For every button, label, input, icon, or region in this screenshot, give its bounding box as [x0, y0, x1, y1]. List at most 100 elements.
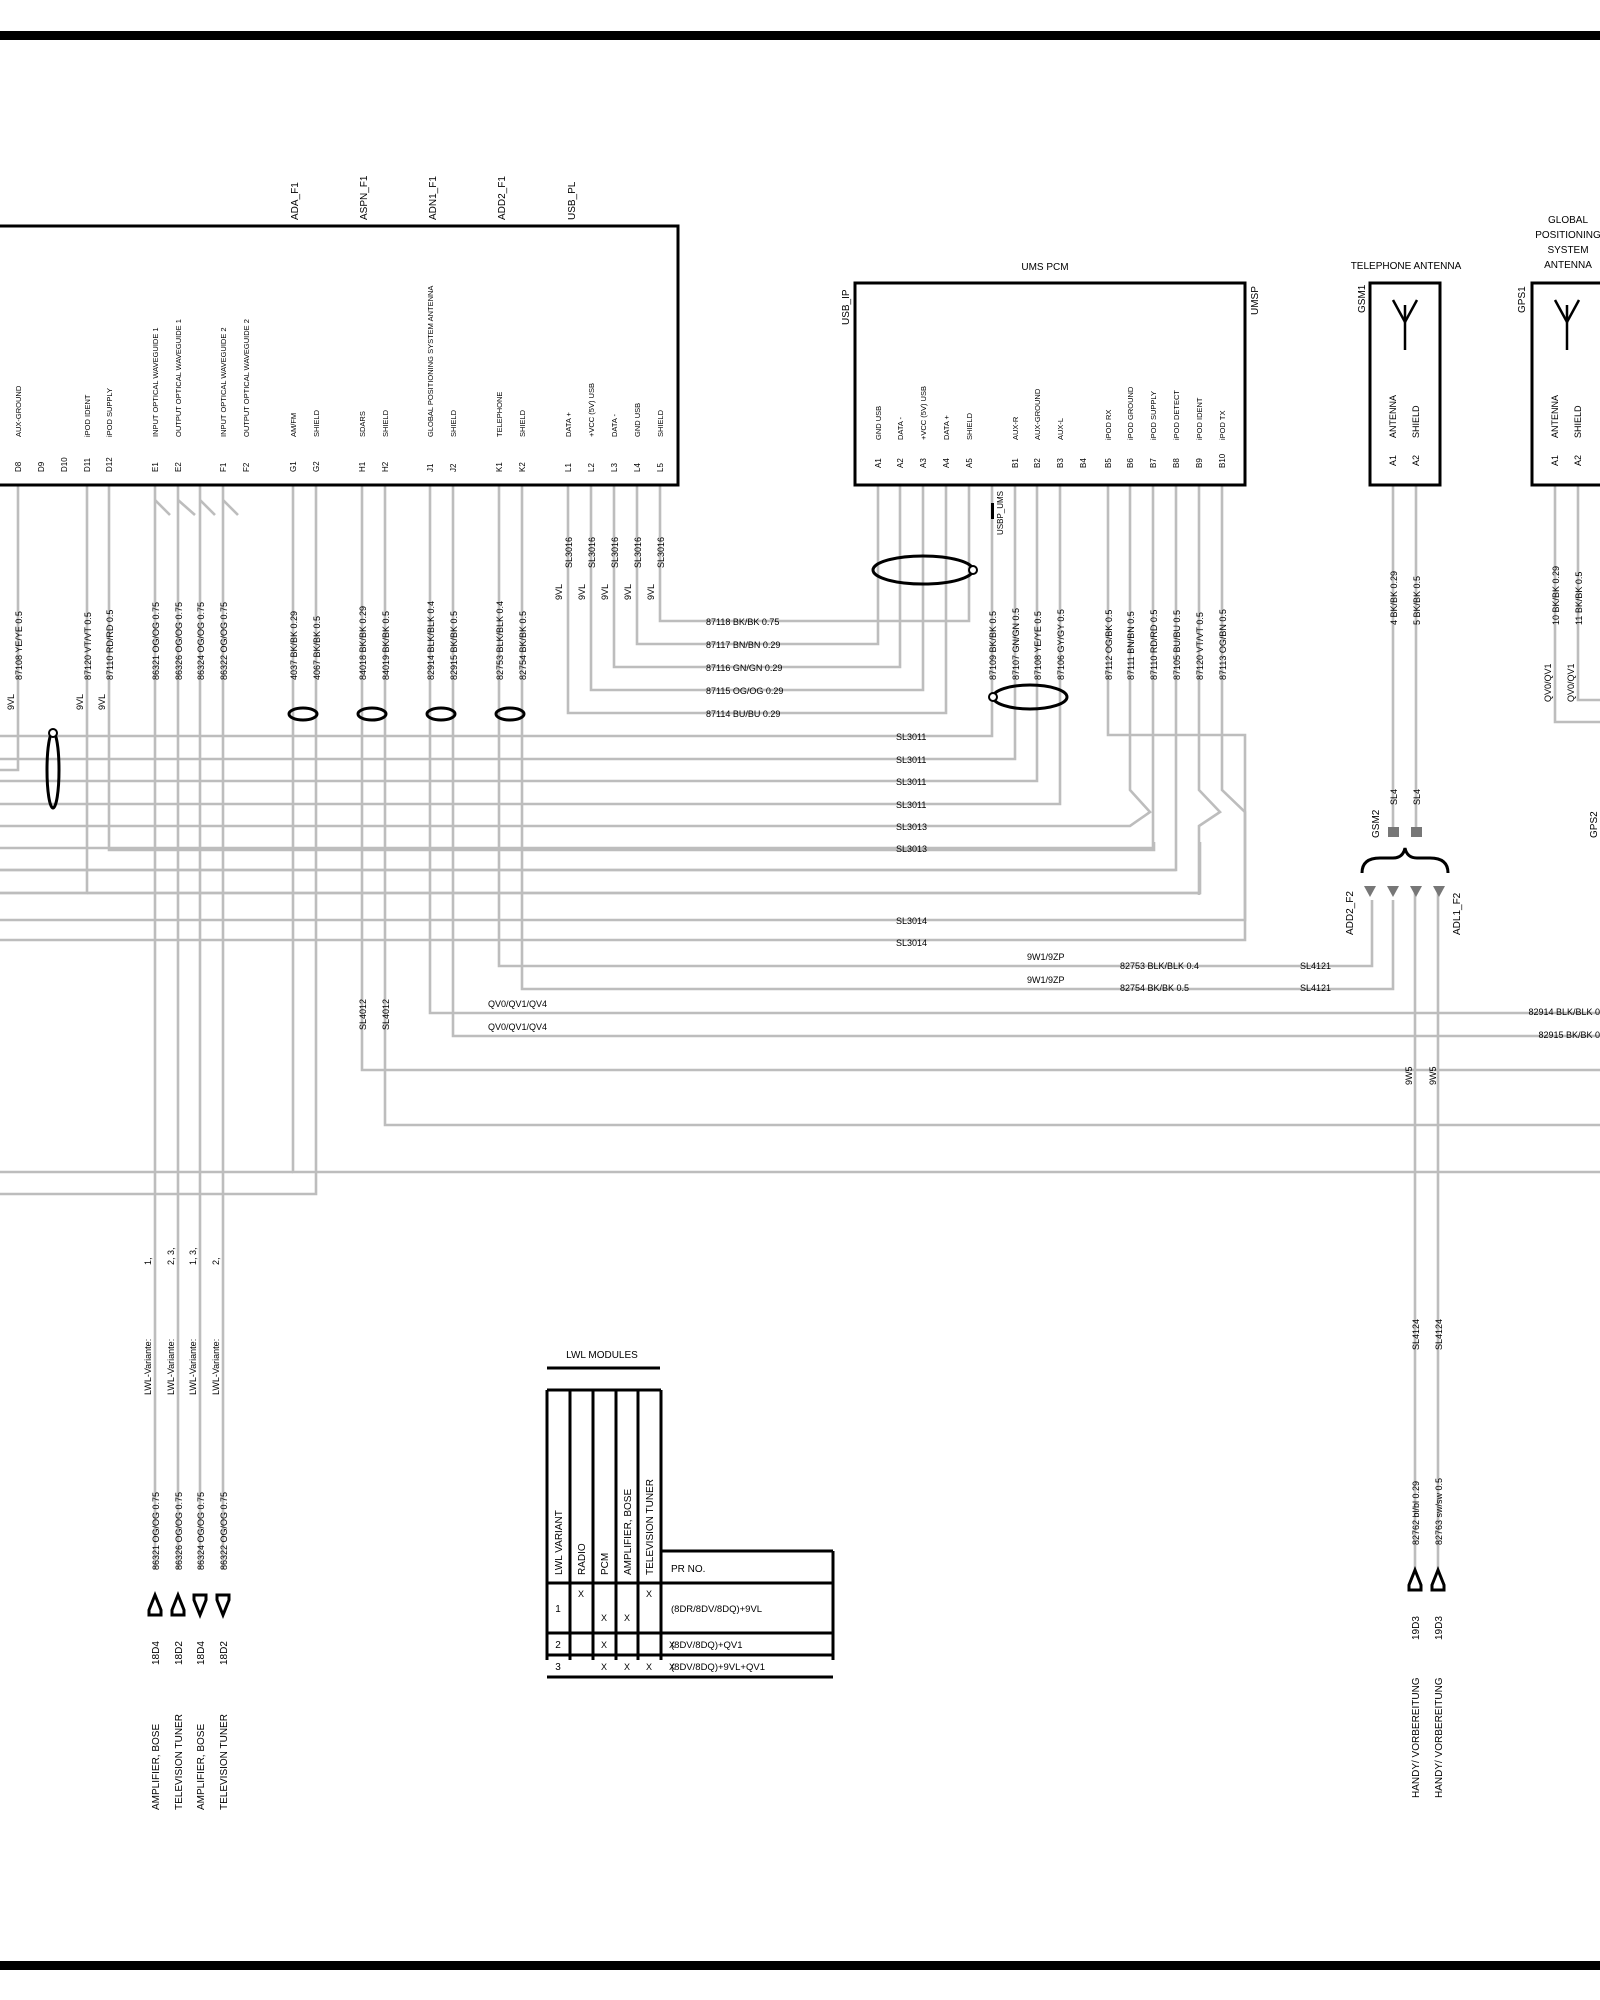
usb-wire-label: 87114 BU/BU 0.29	[706, 709, 780, 719]
wire-label: 82762 bl/bl 0.29	[1411, 1481, 1421, 1545]
pin-id: D11	[83, 457, 92, 472]
antenna-icon	[1391, 299, 1419, 350]
pin-label: +VCC (5V) USB	[919, 386, 928, 440]
pin-label: iPOD SUPPLY	[1149, 391, 1158, 440]
splice-label: SL4124	[1411, 1319, 1421, 1350]
pin-id: F2	[242, 462, 251, 472]
wire-label: 4037 BK/BK 0.29	[289, 611, 299, 680]
wire-ums-b2	[0, 485, 1017, 761]
wire-ums-b6	[0, 485, 1152, 828]
gps-title-line: SYSTEM	[1547, 245, 1588, 256]
pin-id: B2	[1033, 458, 1042, 468]
wire-label: 86324 OG/OG 0.75	[196, 602, 206, 680]
page-ref: 18D4	[196, 1641, 207, 1665]
usb-wire-label: 87118 BK/BK 0.75	[706, 617, 779, 627]
destination-label: HANDY/ VORBEREITUNG	[1434, 1677, 1445, 1798]
wire-label: 10 BK/BK 0.29	[1551, 566, 1561, 625]
wire-h2	[383, 485, 1600, 1127]
wire-label: 86322 OG/OG 0.75	[219, 1492, 229, 1570]
table-mark: X	[624, 1662, 630, 1672]
wire-ums-b9	[1197, 485, 1223, 895]
pin-id: L2	[587, 463, 596, 472]
wire-f1-cross	[199, 499, 216, 516]
variant-label: QV0/QV1	[1566, 663, 1576, 702]
page-ref: 18D2	[219, 1641, 230, 1665]
pin-label: iPOD TX	[1218, 411, 1227, 440]
telephone-antenna-box	[1368, 281, 1442, 487]
wire-d11	[0, 485, 89, 895]
destination-label: TELEVISION TUNER	[174, 1714, 185, 1810]
pin-label: ANTENNA	[1388, 395, 1398, 438]
variant-label: 9VL	[97, 694, 107, 710]
pin-label: AUX-GROUND	[14, 385, 23, 437]
splice-label: SL3014	[896, 916, 927, 926]
wire-gps-a1	[1553, 485, 1600, 724]
splice-label: SL4	[1412, 789, 1422, 805]
table-pr-header: PR NO.	[671, 1564, 705, 1575]
table-variant: 2	[555, 1640, 561, 1651]
splice-label: SL3016	[564, 537, 574, 568]
pin-id: A5	[965, 458, 974, 468]
page-ref: 19D3	[1434, 1616, 1445, 1640]
wire-label: 5 BK/BK 0.5	[1412, 576, 1422, 625]
bottom-terminals	[147, 1565, 1446, 1620]
connector-name: ADN1_F1	[428, 176, 439, 220]
pin-id: L4	[633, 463, 642, 472]
variant-label: QV0/QV1/QV4	[488, 999, 547, 1009]
wire-label: 87110 RD/RD 0.5	[1149, 610, 1159, 680]
pin-id: G1	[289, 461, 298, 472]
pin-id: B3	[1056, 458, 1065, 468]
top-border-bar	[0, 31, 1600, 40]
wire-g2	[0, 485, 318, 1196]
pin-label: iPOD IDENT	[83, 394, 92, 437]
pin-label: AUX-GROUND	[1033, 388, 1042, 440]
lwl-variant-label: LWL-Variante:	[188, 1339, 198, 1395]
splice-label: SL3016	[633, 537, 643, 568]
splice-label: SL3011	[896, 755, 926, 765]
pin-id: A1	[1388, 455, 1398, 466]
wire-label: 86321 OG/OG 0.75	[151, 1492, 161, 1570]
pin-id: B10	[1218, 453, 1227, 468]
pin-label: AUX-R	[1011, 416, 1020, 440]
wire-e1-cross	[154, 499, 171, 516]
wire-label: 87111 BN/BN 0.5	[1126, 611, 1136, 680]
wire-label: 87113 OG/BN 0.5	[1218, 609, 1228, 680]
wire-f2-cross	[222, 499, 239, 516]
pin-id: A1	[874, 458, 883, 468]
wire-label: 82753 BLK/BLK 0.4	[495, 601, 505, 680]
table-pr-value: (8DR/8DV/8DQ)+9VL	[671, 1604, 762, 1615]
splice-label: SL4	[1389, 789, 1399, 805]
table-variant: 3	[555, 1662, 561, 1673]
splice-label: SL4012	[358, 999, 368, 1030]
usb-wire-label: 87117 BN/BN 0.29	[706, 640, 780, 650]
pin-label: ANTENNA	[1550, 395, 1560, 438]
variant-label: 9W5	[1404, 1066, 1414, 1085]
wire-l5	[658, 485, 971, 623]
table-title: LWL MODULES	[566, 1350, 638, 1361]
table-col-header: LWL VARIANT	[554, 1510, 565, 1575]
connector-name: ADA_F1	[290, 182, 301, 220]
destination-label: TELEVISION TUNER	[219, 1714, 230, 1810]
wire-j1	[428, 485, 1600, 1015]
pin-label: OUTPUT OPTICAL WAVEGUIDE 1	[174, 319, 183, 437]
gps-antenna-box	[1530, 281, 1600, 487]
table-mark: X	[646, 1662, 652, 1672]
lwl-variant-number: 2,	[211, 1257, 221, 1265]
connector-name: GSM2	[1371, 809, 1382, 838]
pin-label: GND USB	[633, 403, 642, 437]
connector-name: GPS2	[1589, 811, 1600, 838]
destination-label: AMPLIFIER, BOSE	[196, 1724, 207, 1810]
pin-label: DATA -	[896, 416, 905, 440]
pin-id: E2	[174, 462, 183, 472]
pin-label: DATA -	[610, 413, 619, 437]
gsm1-label: GSM1	[1357, 284, 1368, 313]
wire-ums-b7	[0, 485, 1155, 850]
wire-label: 4067 BK/BK 0.5	[312, 616, 322, 680]
pin-id: L5	[656, 463, 665, 472]
wire-label: 87108 YE/YE 0.5	[14, 611, 24, 680]
wire-label: 84018 BK/BK 0.29	[358, 606, 368, 680]
pin-label: SHIELD	[656, 409, 665, 437]
